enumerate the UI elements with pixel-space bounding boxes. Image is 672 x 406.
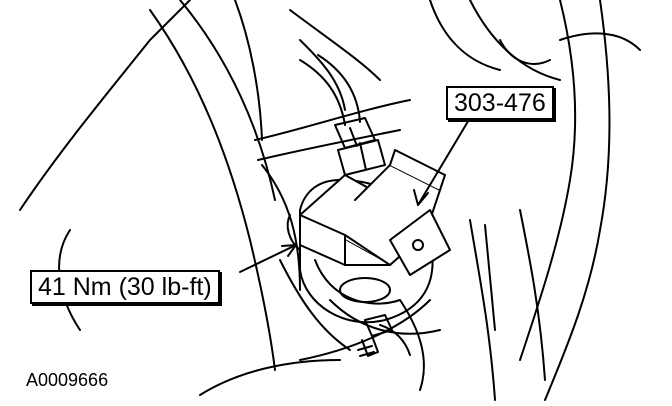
mounting-bolt xyxy=(357,314,411,357)
tool-leader xyxy=(413,117,471,206)
special-tool-callout: 303-476 xyxy=(446,86,554,120)
special-tool-303-476 xyxy=(286,149,451,276)
figure-id-label: A0009666 xyxy=(26,370,109,390)
fluid-line xyxy=(299,54,361,126)
torque-spec-callout: 41 Nm (30 lb-ft) xyxy=(30,270,220,304)
torque-leader xyxy=(239,244,297,273)
line-fitting xyxy=(334,117,386,176)
